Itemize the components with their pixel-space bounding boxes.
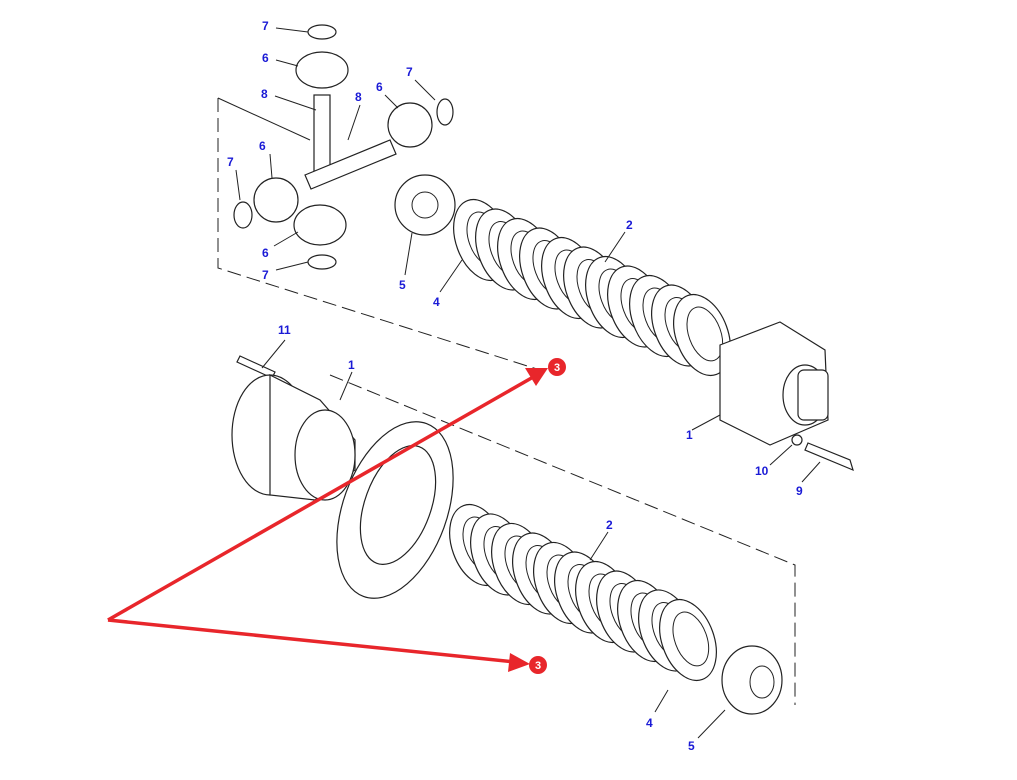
svg-text:3: 3: [535, 660, 541, 672]
callout-badge[interactable]: 3: [529, 656, 547, 674]
planet-gear: [293, 204, 347, 246]
part-label[interactable]: 6: [262, 246, 269, 260]
planetary-gear-set: [233, 24, 456, 270]
thrust-washer: [307, 24, 337, 40]
part-label[interactable]: 2: [626, 218, 633, 232]
disc-bore: [672, 611, 710, 667]
part-labels: 7 6 8 8 6 7 7 6 6 7 5 4 2 11 1 1 10 9 2 …: [227, 19, 803, 753]
thrust-washer: [436, 98, 454, 126]
differential-housing-left: [231, 355, 356, 501]
part-label[interactable]: 8: [355, 90, 362, 104]
steel-disc: [673, 293, 731, 377]
thrust-washer: [233, 201, 253, 229]
part-label[interactable]: 5: [399, 278, 406, 292]
part-label[interactable]: 10: [755, 464, 769, 478]
part-label[interactable]: 5: [688, 739, 695, 753]
crown-wheel: [336, 421, 454, 599]
part-label[interactable]: 7: [262, 19, 269, 33]
part-label[interactable]: 7: [227, 155, 234, 169]
part-label[interactable]: 7: [406, 65, 413, 79]
disc-bore: [686, 306, 724, 362]
clutch-disc-stack-upper: [453, 198, 731, 377]
part-label[interactable]: 8: [261, 87, 268, 101]
side-gear-lower: [721, 645, 783, 715]
washer: [791, 434, 803, 446]
leader-lines: [235, 27, 821, 739]
part-label[interactable]: 7: [262, 268, 269, 282]
part-label[interactable]: 4: [646, 716, 653, 730]
svg-text:3: 3: [554, 362, 560, 374]
part-label[interactable]: 6: [376, 80, 383, 94]
clutch-disc-stack-lower: [449, 503, 717, 682]
part-label[interactable]: 1: [686, 428, 693, 442]
planet-gear: [295, 51, 349, 89]
part-label[interactable]: 9: [796, 484, 803, 498]
part-label[interactable]: 2: [606, 518, 613, 532]
part-label[interactable]: 6: [259, 139, 266, 153]
callout-badge[interactable]: 3: [548, 358, 566, 376]
thrust-washer: [307, 254, 337, 270]
part-label[interactable]: 11: [278, 323, 291, 337]
differential-housing-right: [719, 321, 854, 472]
callout-arrows: [107, 368, 548, 672]
planet-gear: [387, 102, 433, 148]
steel-disc: [659, 598, 717, 682]
bolt: [804, 442, 854, 472]
assembly-outlines: [217, 97, 796, 705]
side-gear: [394, 174, 456, 236]
part-label[interactable]: 6: [262, 51, 269, 65]
part-label[interactable]: 1: [348, 358, 355, 372]
planet-gear: [253, 177, 299, 223]
cross-shaft: [304, 139, 397, 190]
part-label[interactable]: 4: [433, 295, 440, 309]
